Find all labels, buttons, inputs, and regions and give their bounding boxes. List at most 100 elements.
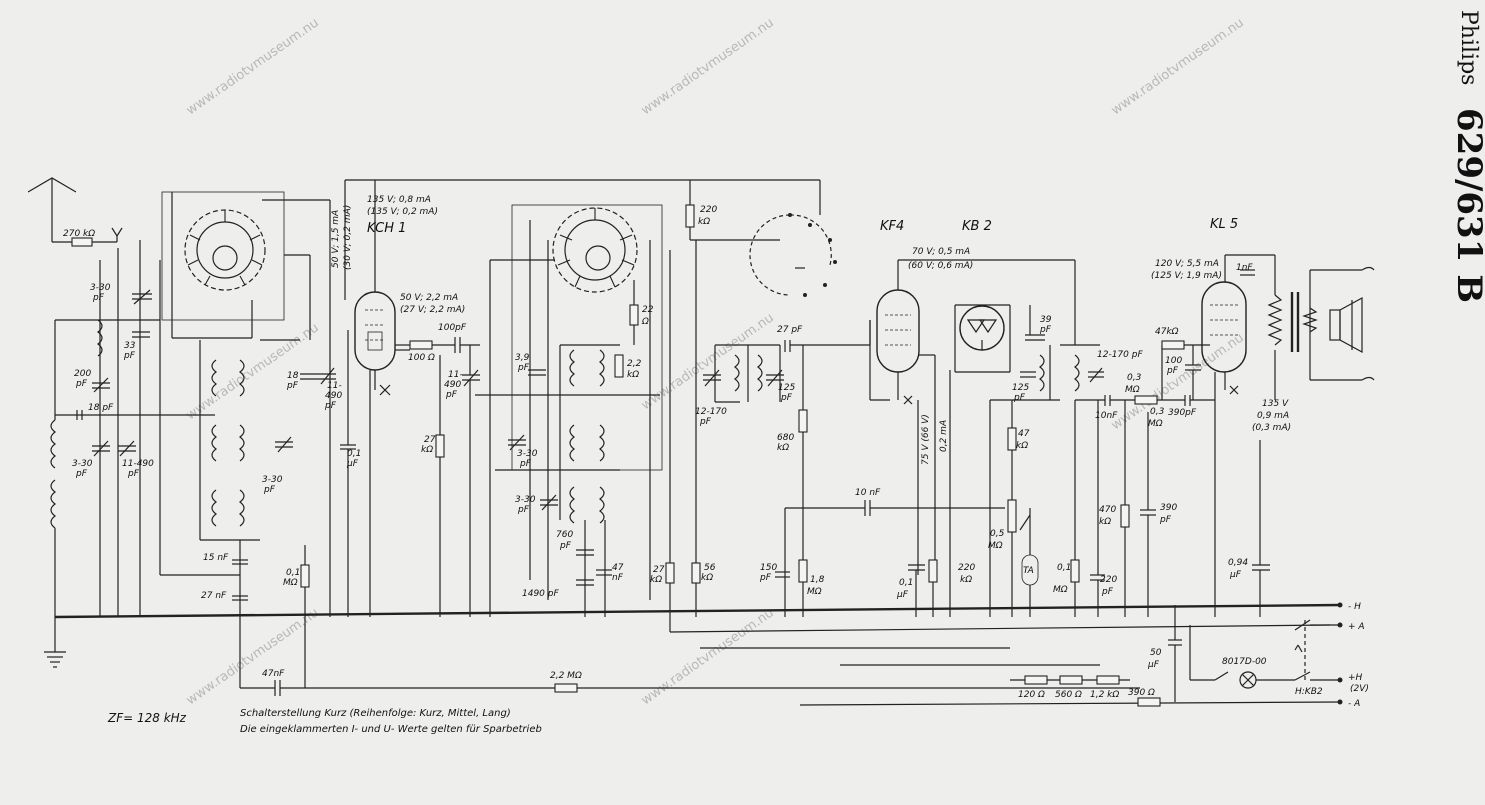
detector-network (989, 305, 1060, 617)
watermark: www.radiotvmuseum.nu (184, 320, 322, 423)
c-125-b-label: 125 (1012, 383, 1029, 393)
tube-kb2 (954, 304, 1011, 373)
c-11-490-b-label2: 490 (325, 391, 342, 401)
resistor-680k (798, 345, 808, 560)
r-270k-label: 270 kΩ (63, 229, 95, 239)
terminal-minus-h: - H (1348, 602, 1361, 612)
resistor-22 (629, 280, 639, 345)
kf4-cathode-parts (908, 559, 938, 617)
tube-kb2-label: KB 2 (962, 219, 992, 234)
zf-note: ZF= 128 kHz (107, 711, 187, 725)
c-1490-label: 1490 pF (522, 589, 559, 599)
c-11-490-c-label2: 490 (444, 380, 461, 390)
r-22k-unit: kΩ (627, 370, 639, 380)
trimmer-caps-left (76, 240, 152, 617)
tube-kf4 (869, 259, 1076, 575)
watermark: www.radiotvmuseum.nu (184, 15, 322, 118)
top-wire (344, 179, 821, 300)
pot-05m-label: 0,5 (990, 529, 1005, 539)
c-01u-b-unit: μF (896, 590, 909, 600)
kl5-screen-current: 0,9 mA (1257, 411, 1289, 421)
c-1n-label: 1nF (1236, 263, 1253, 273)
c-125-a-label: 125 (778, 383, 795, 393)
switch-position-note: Schalterstellung Kurz (Reihenfolge: Kurz… (240, 708, 511, 719)
r-56k-unit: kΩ (701, 573, 713, 583)
r-680k-unit: kΩ (777, 443, 789, 453)
c-01u-a-label: 0,1 (347, 449, 361, 459)
c-10n-b-label: 10nF (1095, 411, 1118, 421)
pot-03m-b-unit: MΩ (1148, 419, 1163, 429)
r-01m-a-label: 0,1 (286, 568, 300, 578)
pot-03m-a-unit: MΩ (1125, 385, 1140, 395)
c-094-unit: μF (1229, 570, 1242, 580)
wave-switch-1 (161, 191, 331, 617)
r-220k-a-unit: kΩ (698, 217, 710, 227)
lamp-label: 8017D-00 (1222, 657, 1267, 667)
c-150-label: 150 (760, 563, 777, 573)
kch1-grid-note: 50 V; 2,2 mA (400, 293, 458, 303)
r-18m-unit: MΩ (807, 587, 822, 597)
tube-kch1-label: KCH 1 (367, 221, 406, 236)
c-27p-label: 27 pF (777, 325, 803, 335)
c-39p-unit: pF (517, 363, 530, 373)
ground-icon (44, 640, 66, 668)
kl5-current-saving: (125 V; 1,9 mA) (1151, 271, 1222, 281)
r-22m-label: 2,2 MΩ (550, 671, 582, 681)
kf4-current: 70 V; 0,5 mA (912, 247, 970, 257)
tube-kl5 (1201, 254, 1275, 617)
r-56k-label: 56 (704, 563, 716, 573)
c-3-30-d-unit: pF (519, 459, 532, 469)
c-39-label: 39 (1040, 315, 1052, 325)
capacitor-47n (239, 617, 305, 696)
terminal-plus-h: +H (1348, 673, 1363, 683)
r-22k-label: 2,2 (627, 359, 642, 369)
kch1-screen-note: 50 V; 1,5 mA (331, 210, 341, 268)
pot-03m-a-label: 0,3 (1127, 373, 1142, 383)
tube-kl5-label: KL 5 (1210, 217, 1238, 232)
kch1-current-saving: (135 V; 0,2 mA) (367, 207, 438, 217)
r-560-label: 560 Ω (1055, 690, 1082, 700)
c-3-30-d-label: 3-30 (517, 449, 538, 459)
r-47k-a-label: 47 (1018, 429, 1030, 439)
c-18-b-label: 18 (287, 371, 299, 381)
r-47k-b-label: 47kΩ (1155, 327, 1179, 337)
ta-label: TA (1023, 566, 1034, 576)
c-390p-label: 390pF (1168, 408, 1197, 418)
r-470k-unit: kΩ (1099, 517, 1111, 527)
r-18m-label: 1,8 (810, 575, 825, 585)
c-18-b-unit: pF (286, 381, 299, 391)
c-3-30-c-unit: pF (263, 485, 276, 495)
r-27k-a-label: 27 (424, 435, 436, 445)
resistor-100 (395, 337, 480, 353)
c-3-30-a-label: 3-30 (90, 283, 111, 293)
r-390-label: 390 Ω (1128, 688, 1155, 698)
af-coupling (1060, 344, 1215, 617)
c-100p-label: 100pF (438, 323, 467, 333)
r-22-label: 22 (642, 305, 654, 315)
c-390-b-unit: pF (1159, 515, 1172, 525)
c-150-unit: pF (759, 573, 772, 583)
r-01m-b-unit: MΩ (1053, 585, 1068, 595)
c-3-30-e-unit: pF (517, 505, 530, 515)
c-18-a-label: 18 pF (88, 403, 114, 413)
resistors-27k-56k (665, 240, 701, 632)
c-760-unit: pF (559, 541, 572, 551)
c-12-170-a-unit: pF (699, 417, 712, 427)
ground-bus (54, 603, 1341, 640)
r-100-label: 100 Ω (408, 353, 435, 363)
pot-03m-b-label: 0,3 (1150, 407, 1165, 417)
c-47nf-unit: nF (612, 573, 624, 583)
c-12-170-a-label: 12-170 (695, 407, 727, 417)
c-47nf-label: 47 (612, 563, 624, 573)
output-transformer (1267, 255, 1362, 400)
c-10n-a-label: 10 nF (855, 488, 881, 498)
resistor-220k-a (685, 180, 780, 241)
watermark: www.radiotvmuseum.nu (1109, 15, 1247, 118)
wave-switch-2 (475, 204, 663, 617)
model-label: 629/631 B (1449, 108, 1485, 303)
r-220k-a-label: 220 (700, 205, 717, 215)
resistor-22m (554, 683, 578, 693)
kl5-current: 120 V; 5,5 mA (1155, 259, 1219, 269)
kch1-current: 135 V; 0,8 mA (367, 195, 431, 205)
c-01u-a-unit: μF (346, 459, 359, 469)
